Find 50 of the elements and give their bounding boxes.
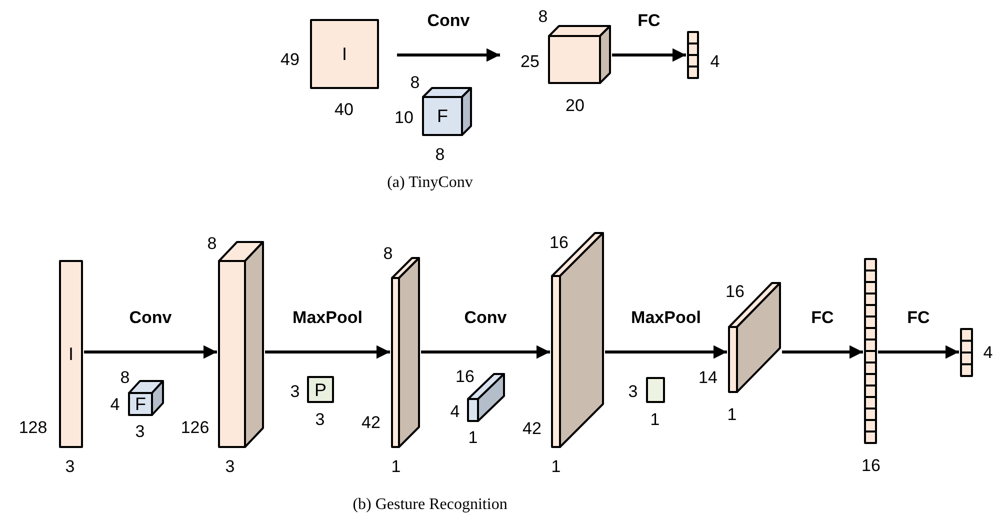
dimension-label: 128 — [18, 419, 48, 437]
dimension-label: 16 — [456, 368, 474, 386]
block-letter: F — [135, 395, 146, 413]
dimension-label: 14 — [698, 369, 718, 387]
dimension-label: 1 — [391, 458, 401, 476]
dimension-label: 8 — [435, 146, 445, 164]
edge-label: MaxPool — [292, 309, 362, 327]
block-letter: I — [342, 45, 347, 63]
dimension-label: 126 — [180, 419, 210, 437]
block-letter: F — [437, 107, 448, 125]
dimension-label: 4 — [710, 53, 720, 71]
dimension-label: 8 — [207, 235, 217, 253]
dimension-label: 1 — [650, 411, 660, 429]
dimension-label: 42 — [362, 414, 380, 432]
dimension-label: 1 — [468, 429, 478, 447]
dimension-label: 16 — [862, 457, 880, 475]
dimension-label: 16 — [726, 283, 744, 301]
dimension-label: 3 — [135, 423, 145, 441]
edge-label: FC — [907, 309, 930, 327]
edge-label: Conv — [464, 309, 507, 327]
dimension-label: 10 — [394, 109, 414, 127]
edge-label: Conv — [129, 309, 172, 327]
dimension-label: 1 — [727, 406, 737, 424]
dimension-label: 49 — [280, 51, 300, 69]
edge-label: Conv — [427, 12, 470, 30]
dimension-label: 4 — [110, 396, 120, 414]
dimension-label: 3 — [225, 458, 235, 476]
dimension-label: 8 — [120, 369, 130, 387]
dimension-label: 8 — [383, 245, 393, 263]
dimension-label: 4 — [983, 344, 993, 362]
dimension-label: 8 — [410, 74, 420, 92]
dimension-label: 16 — [550, 234, 568, 252]
dimension-label: 3 — [290, 383, 300, 401]
block-letter: P — [314, 380, 326, 398]
dimension-label: 20 — [566, 97, 584, 115]
figure-caption: (b) Gesture Recognition — [352, 496, 508, 514]
dimension-label: 40 — [334, 101, 354, 119]
figure-caption: (a) TinyConv — [387, 174, 473, 192]
dimension-label: 1 — [551, 458, 561, 476]
dimension-label: 4 — [450, 403, 460, 421]
dimension-label: 8 — [538, 8, 548, 26]
dimension-label: 42 — [522, 420, 542, 438]
edge-label: FC — [638, 12, 660, 30]
edge-label: FC — [811, 309, 834, 327]
dimension-label: 3 — [315, 411, 325, 429]
edge-label: MaxPool — [631, 309, 701, 327]
dimension-label: 3 — [628, 383, 638, 401]
dimension-label: 25 — [520, 53, 540, 71]
block-letter: I — [68, 345, 74, 363]
dimension-label: 3 — [65, 458, 75, 476]
